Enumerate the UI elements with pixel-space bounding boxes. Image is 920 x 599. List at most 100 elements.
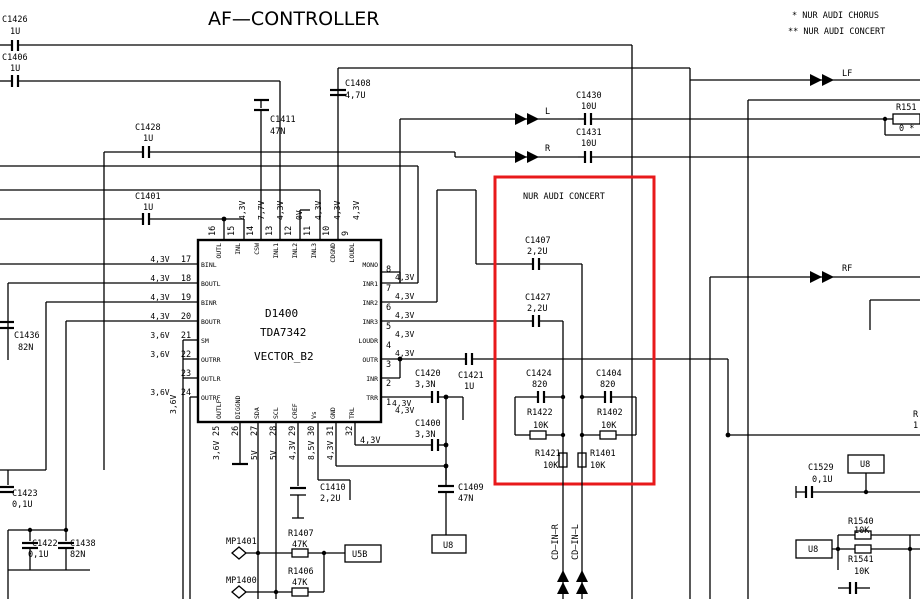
ic-pin-10-name: CDGND [329,243,337,263]
r1421: R1421 10K [535,449,568,471]
r1510: R151 0 * [882,103,920,136]
c1410-ref: C1410 [320,483,346,493]
ic-pin-4-voltage: 4,3V [395,349,414,358]
c1400-ref: C1400 [415,419,441,429]
ic-pin-11-number: 11 [303,226,313,236]
c1428-ref: C1428 [135,123,161,133]
r1406-val: 47K [292,578,308,588]
c1438: C1438 82N [58,530,96,570]
c1423-val: 0,1U [12,500,32,510]
edge-1-label: 1 [913,421,918,431]
c1409-val: 47N [458,494,473,504]
ic-pin-1-number: 1 [386,398,391,408]
ic-pin-32-number: 32 [345,426,355,436]
mp1400-label: MP1400 [226,576,257,586]
net-4-3v-a: 4,3V [360,436,380,446]
r1401: R1401 10K [577,449,616,471]
ic-pin-21-name: SM [201,337,209,345]
ic-pin-21-voltage: 3,6V [150,331,169,340]
r1406: R1406 47K [245,567,324,597]
r1540-ref: R1540 [848,517,874,527]
c1436-ref: C1436 [14,331,40,341]
ic-pin-14-voltage: 7,7V [257,201,266,220]
c1408-val: 4,7U [345,91,365,101]
ic-pin-9-name: LOUDL [348,243,356,263]
ic-pin-31-voltage: 4,3V [326,441,335,460]
r1541: R1541 10K [838,544,920,577]
c1421-val: 1U [464,382,474,392]
ic-pin-26-number: 26 [231,426,241,436]
ic-pin-8-number: 8 [386,265,391,275]
ic-pin-22-name: OUTRR [201,356,221,364]
c1400: C1400 3,3N [354,419,446,451]
ic-pin-28-number: 28 [269,426,279,436]
c1401-ref: C1401 [135,192,161,202]
c1407-val: 2,2U [527,247,547,257]
ic-pin-19-voltage: 4,3V [150,293,169,302]
c1408-ref: C1408 [345,79,371,89]
ic-pin-2-number: 2 [386,379,391,389]
c1535 [838,582,870,594]
ic-pin-17-voltage: 4,3V [150,255,169,264]
c1407: C1407 2,2U [525,236,582,270]
c1422-val: 0,1U [28,550,48,560]
ic-pin-24-side-voltage: 3,6V [169,395,178,414]
c1427: C1427 2,2U [525,293,563,327]
rf-label: RF [842,264,852,274]
ic-pin-23-number: 23 [181,369,191,379]
c1404-val: 820 [600,380,615,390]
ic-pin-14-name: CSW [253,243,261,255]
nur-audi-concert-label: NUR AUDI CONCERT [523,192,605,202]
ic-pin-28-name: SCL [272,407,280,419]
c1428: C1428 1U [104,123,455,158]
cd-in-r-label: CD—IN—R [551,523,561,560]
u8-box-c [795,539,833,559]
ic-part: TDA7342 [260,326,306,339]
ic-pin-3-name: OUTR [362,356,378,364]
ic-pin-25-voltage: 3,6V [212,441,221,460]
c1423: C1423 0,1U [0,470,38,510]
r1421-val: 10K [543,461,559,471]
ic-pin-18-name: BOUTL [201,280,221,288]
ic-pin-3-number: 3 [386,360,391,370]
r1402-ref: R1402 [597,408,623,418]
r1401-ref: R1401 [590,449,616,459]
ic-pin-8-name: MONO [362,261,378,269]
u8-label-b: U8 [860,460,870,470]
r1422: R1422 10K [515,408,563,440]
c1436-val: 82N [18,343,33,353]
c1409: C1409 47N [335,422,484,535]
ic-variant: VECTOR_B2 [254,350,314,363]
ic-pin-15-number: 15 [227,226,237,236]
c1409-ref: C1409 [458,483,484,493]
r1407-ref: R1407 [288,529,314,539]
u8-label-a: U8 [443,541,453,551]
ic-pin-7-voltage: 4,3V [395,292,414,301]
ic-pin-29-number: 29 [288,426,298,436]
ic-pin-6-name: INR2 [362,299,378,307]
ic-pin-19-name: BINR [201,299,217,307]
ic-pin-6-voltage: 4,3V [395,311,414,320]
c1426-ref: C1426 [2,15,28,25]
u8-box-a [431,534,467,554]
c1420-ref: C1420 [415,369,441,379]
r1510-ref: R151 [896,103,916,113]
ic-pin-12-name: INL2 [291,243,299,259]
c1422-ref: C1422 [32,539,58,549]
c1406-ref: C1406 [2,53,28,63]
ic-pin-31-name: GND [329,407,337,419]
ic-pin-7-number: 7 [386,284,391,294]
ic-pin-20-name: BOUTR [201,318,221,326]
cd-in-l-label: CD—IN—L [571,524,581,560]
u8-label-c: U8 [808,545,818,555]
c1420: C1420 3,3N [381,369,463,403]
c1426: C1426 1U [0,15,632,51]
lf-label: LF [842,69,852,79]
ic-pin-1-voltage: 4,3V [395,406,414,415]
ic-pin-11-name: INL3 [310,243,318,259]
ic-pin-25-number: 25 [212,426,222,436]
ic-pin-27-voltage: 5V [250,450,259,460]
ic-pin-16-name: OUTL [215,243,223,259]
c1431-ref: C1431 [576,128,602,138]
